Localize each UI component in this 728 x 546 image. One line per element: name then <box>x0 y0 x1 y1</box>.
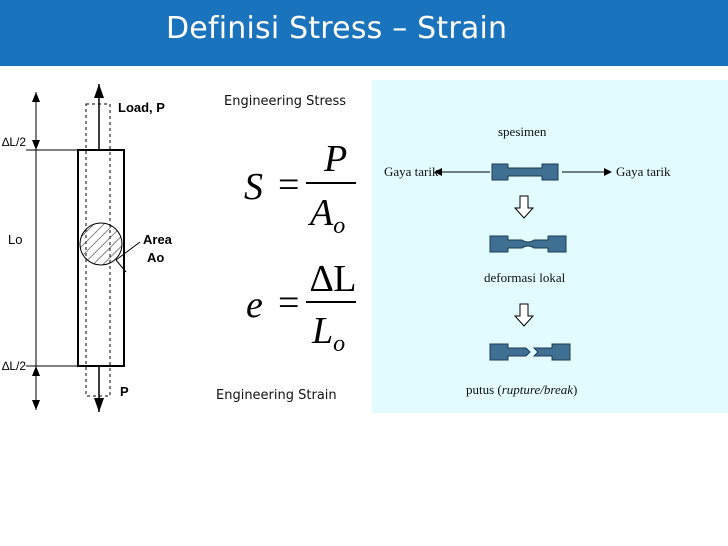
stress-equals: = <box>278 164 300 206</box>
down-arrow-icon <box>513 303 535 327</box>
local-deformation-label: deformasi lokal <box>484 270 566 285</box>
engineering-strain-label: Engineering Strain <box>216 388 337 403</box>
break-label: putus (rupture/break) <box>466 382 577 397</box>
strain-denominator: Lo <box>312 310 346 357</box>
strain-symbol: e <box>246 284 263 326</box>
specimen-broken-left <box>489 343 531 361</box>
load-top-label: Load, P <box>118 100 165 115</box>
delta-top-label: ∆L/2 <box>2 135 26 149</box>
tensile-test-panel: spesimen Gaya tarik Gaya tarik deformasi… <box>372 80 728 413</box>
strain-fraction-bar <box>306 301 356 303</box>
tensile-stages-illustration: spesimen Gaya tarik Gaya tarik deformasi… <box>384 124 671 397</box>
force-left-label: Gaya tarik <box>384 164 439 179</box>
stress-symbol: S <box>244 166 263 208</box>
specimen-necking <box>489 235 567 253</box>
specimen-diagram: Load, P ∆L/2 Lo Area Ao ∆L/2 P <box>2 84 173 412</box>
delta-bottom-label: ∆L/2 <box>2 359 26 373</box>
specimen-label: spesimen <box>498 124 547 139</box>
specimen-original <box>491 163 559 181</box>
length-label: Lo <box>8 232 22 247</box>
title-bar: Definisi Stress – Strain <box>0 0 728 66</box>
stress-numerator: P <box>324 138 348 180</box>
strain-numerator: ∆L <box>310 258 357 300</box>
cross-section-area <box>79 222 123 266</box>
area-label-1: Area <box>143 232 173 247</box>
stress-fraction-bar <box>306 182 356 184</box>
slide-title: Definisi Stress – Strain <box>166 11 508 46</box>
stress-denominator: Ao <box>310 192 346 239</box>
specimen-broken-right <box>532 343 571 361</box>
strain-equals: = <box>278 282 300 324</box>
down-arrow-icon <box>513 195 535 219</box>
force-right-label: Gaya tarik <box>616 164 671 179</box>
area-label-2: Ao <box>147 250 164 265</box>
load-bottom-label: P <box>120 384 129 399</box>
engineering-stress-label: Engineering Stress <box>224 94 347 109</box>
